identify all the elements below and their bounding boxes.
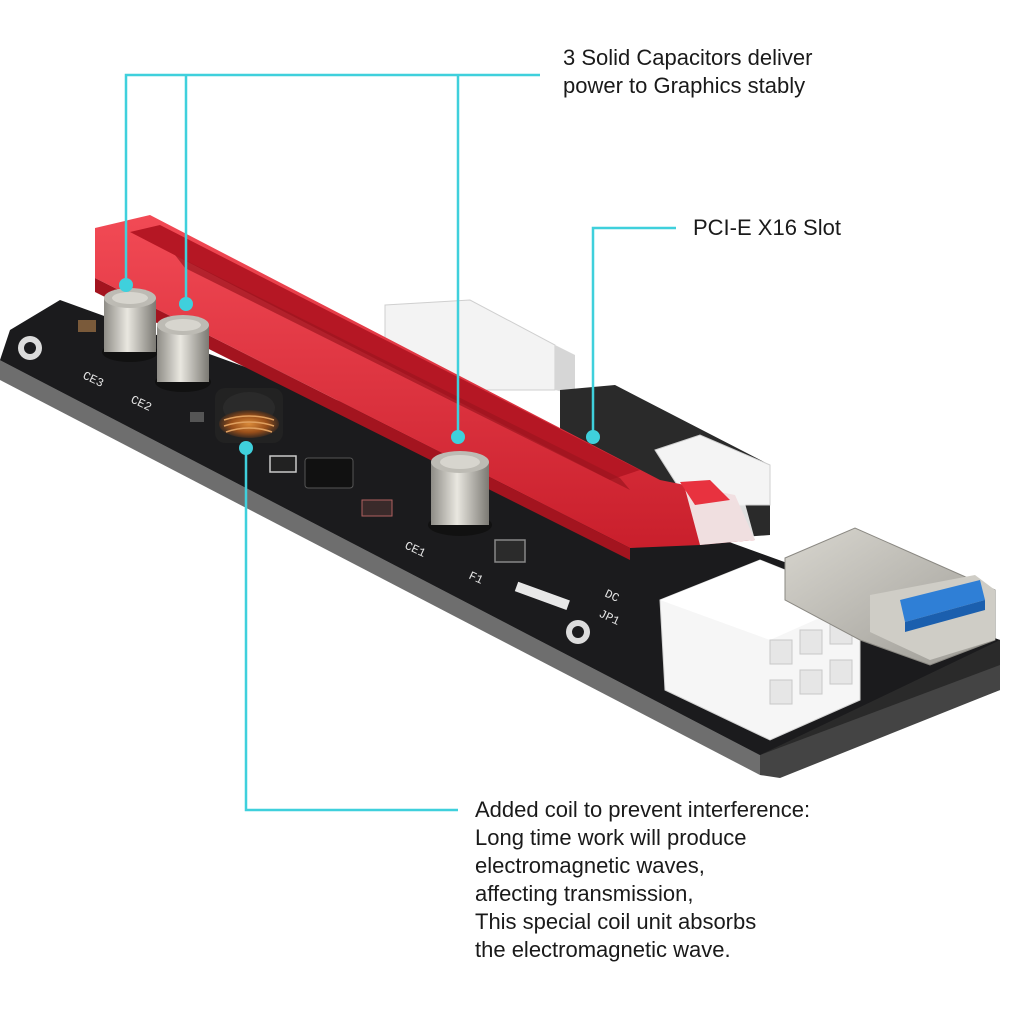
callout-line: power to Graphics stably — [563, 73, 806, 98]
callout-line: Added coil to prevent interference: — [475, 797, 811, 822]
inductor-coil — [215, 388, 283, 443]
label-f1: F1 — [466, 569, 485, 588]
pci-e-x16-slot — [95, 215, 755, 560]
callout-dot-coil — [239, 441, 253, 455]
coil-callout-text: Added coil to prevent interference: Long… — [475, 796, 810, 964]
callout-line: affecting transmission, — [475, 881, 694, 906]
callout-line: Long time work will produce — [475, 825, 747, 850]
callout-dot-ce2 — [179, 297, 193, 311]
slot-callout-line — [591, 226, 676, 437]
slot-callout-text: PCI-E X16 Slot — [693, 214, 841, 242]
callout-dot-ce3 — [119, 278, 133, 292]
callout-line: the electromagnetic wave. — [475, 937, 731, 962]
capacitors-callout-text: 3 Solid Capacitors deliver power to Grap… — [563, 44, 812, 100]
callout-line: electromagnetic waves, — [475, 853, 705, 878]
capacitor-callout-line — [124, 73, 540, 285]
callout-dot-slot — [586, 430, 600, 444]
coil-callout-line — [244, 448, 458, 812]
callout-line: This special coil unit absorbs — [475, 909, 757, 934]
callout-line: PCI-E X16 Slot — [693, 215, 841, 240]
callout-dots — [119, 278, 600, 455]
capacitor-ce3 — [102, 288, 158, 362]
callout-dot-ce1 — [451, 430, 465, 444]
usb3-port — [784, 527, 996, 666]
label-dc: DC — [602, 587, 621, 606]
callout-line: 3 Solid Capacitors deliver — [563, 45, 813, 70]
capacitor-ce2 — [155, 315, 211, 392]
callout-lines — [124, 73, 676, 812]
capacitor-ce1 — [428, 451, 492, 536]
